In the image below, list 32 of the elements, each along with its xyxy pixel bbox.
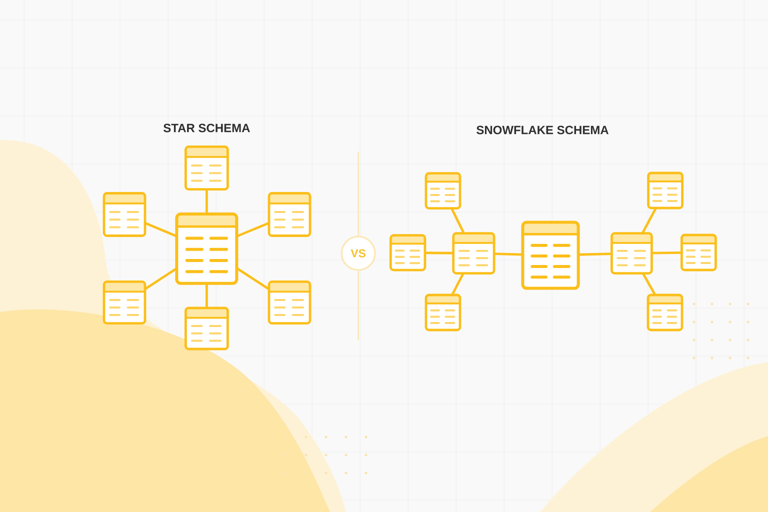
connector-line — [642, 272, 656, 296]
table-icon — [389, 234, 426, 272]
table-icon — [175, 212, 238, 285]
table-icon — [268, 192, 312, 237]
table-icon — [646, 294, 684, 332]
table-icon — [452, 232, 496, 274]
connector-line — [641, 207, 657, 234]
connector-line — [424, 252, 454, 254]
connector-line — [451, 272, 464, 296]
table-icon — [647, 172, 684, 210]
connector-line — [206, 283, 208, 308]
heading: STAR SCHEMA — [164, 124, 250, 132]
table-icon — [102, 192, 146, 237]
table-icon — [184, 146, 229, 190]
table-icon — [424, 294, 462, 332]
connector-line — [450, 208, 465, 234]
connector-line — [494, 252, 523, 256]
table-icon — [521, 220, 580, 290]
heading: SNOWFLAKE SCHEMA — [476, 126, 608, 134]
connector-line — [578, 252, 612, 256]
table-icon — [102, 280, 146, 324]
connector-line — [144, 222, 178, 238]
table-icon — [680, 234, 717, 272]
table-icon — [268, 280, 312, 324]
connector-line — [144, 267, 178, 290]
connector-line — [236, 222, 270, 238]
connector-line — [206, 189, 208, 214]
connector-line — [236, 267, 270, 290]
table-icon — [610, 232, 653, 274]
connector-line — [652, 252, 682, 254]
table-icon — [424, 172, 462, 210]
table-icon — [184, 306, 229, 350]
